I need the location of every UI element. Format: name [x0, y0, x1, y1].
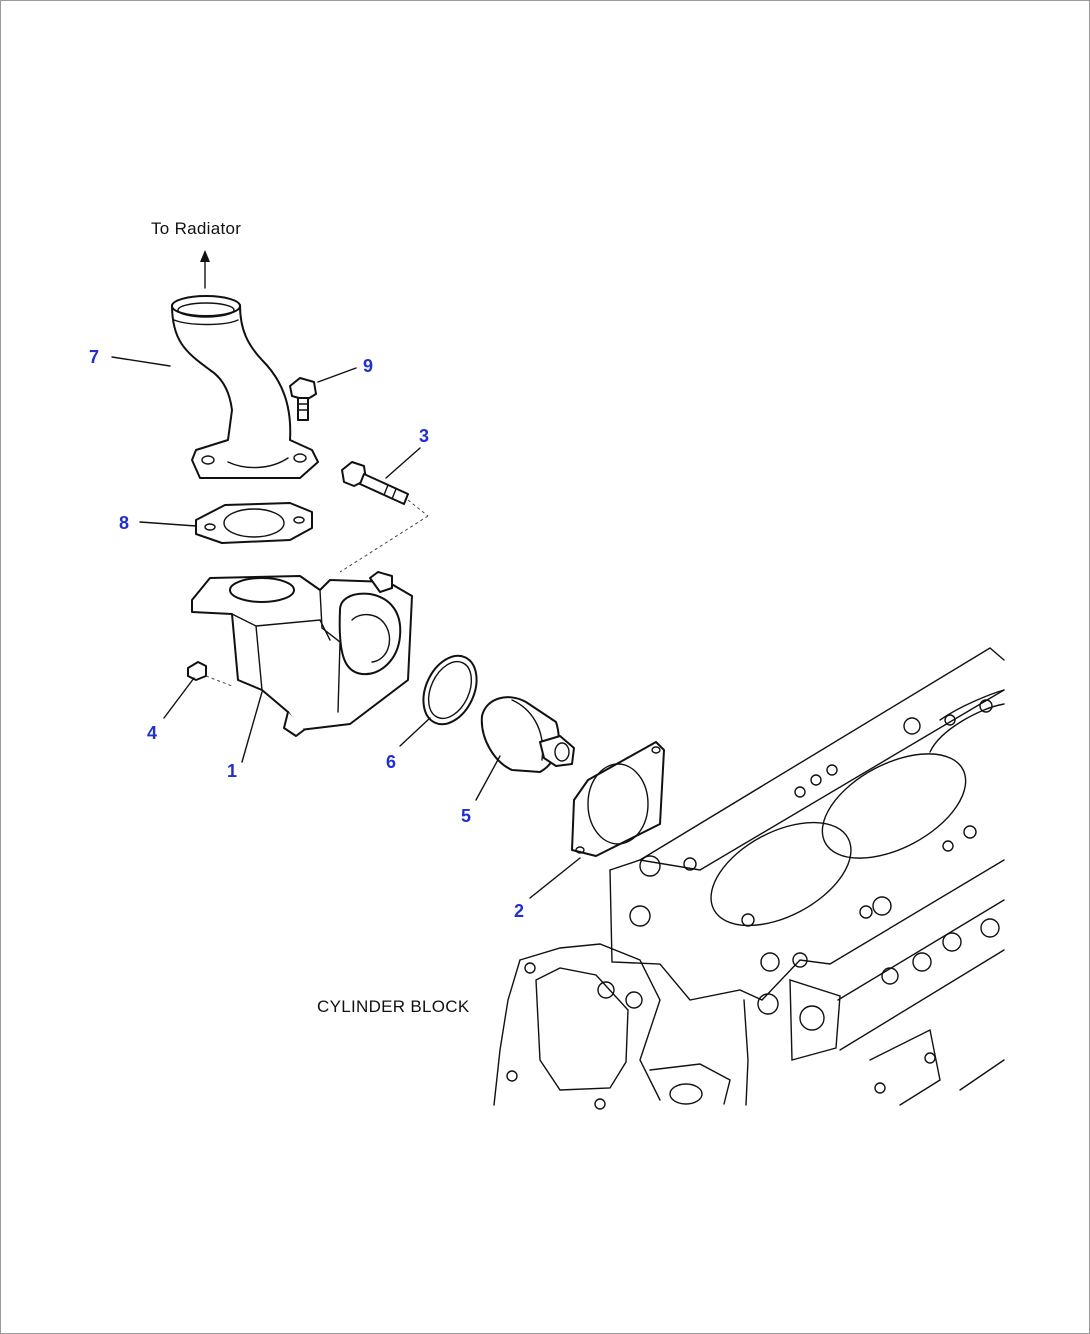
callout-4: 4: [147, 723, 158, 743]
part-5-thermostat: [480, 696, 575, 773]
callout-3: 3: [419, 426, 430, 446]
cylinder-block: [493, 647, 1005, 1110]
part-3-bolt: [339, 461, 429, 573]
part-2-gasket: [571, 741, 665, 857]
leader-lines: [111, 356, 581, 899]
callout-9: 9: [363, 356, 374, 376]
part-4-plug: [187, 661, 233, 687]
callout-7: 7: [89, 347, 100, 367]
part-8-gasket: [195, 502, 313, 544]
radiator-arrow: [200, 250, 210, 289]
part-6-seal-ring: [422, 654, 478, 726]
callout-8: 8: [119, 513, 130, 533]
callout-6: 6: [386, 752, 397, 772]
cylinder-block-label: CYLINDER BLOCK: [317, 997, 470, 1016]
to-radiator-label: To Radiator: [151, 219, 242, 238]
callout-5: 5: [461, 806, 472, 826]
part-9-bolt: [289, 377, 317, 421]
part-7-water-outlet: [171, 295, 319, 479]
part-1-thermostat-housing: [191, 571, 413, 737]
callout-1: 1: [227, 761, 238, 781]
callout-2: 2: [514, 901, 525, 921]
